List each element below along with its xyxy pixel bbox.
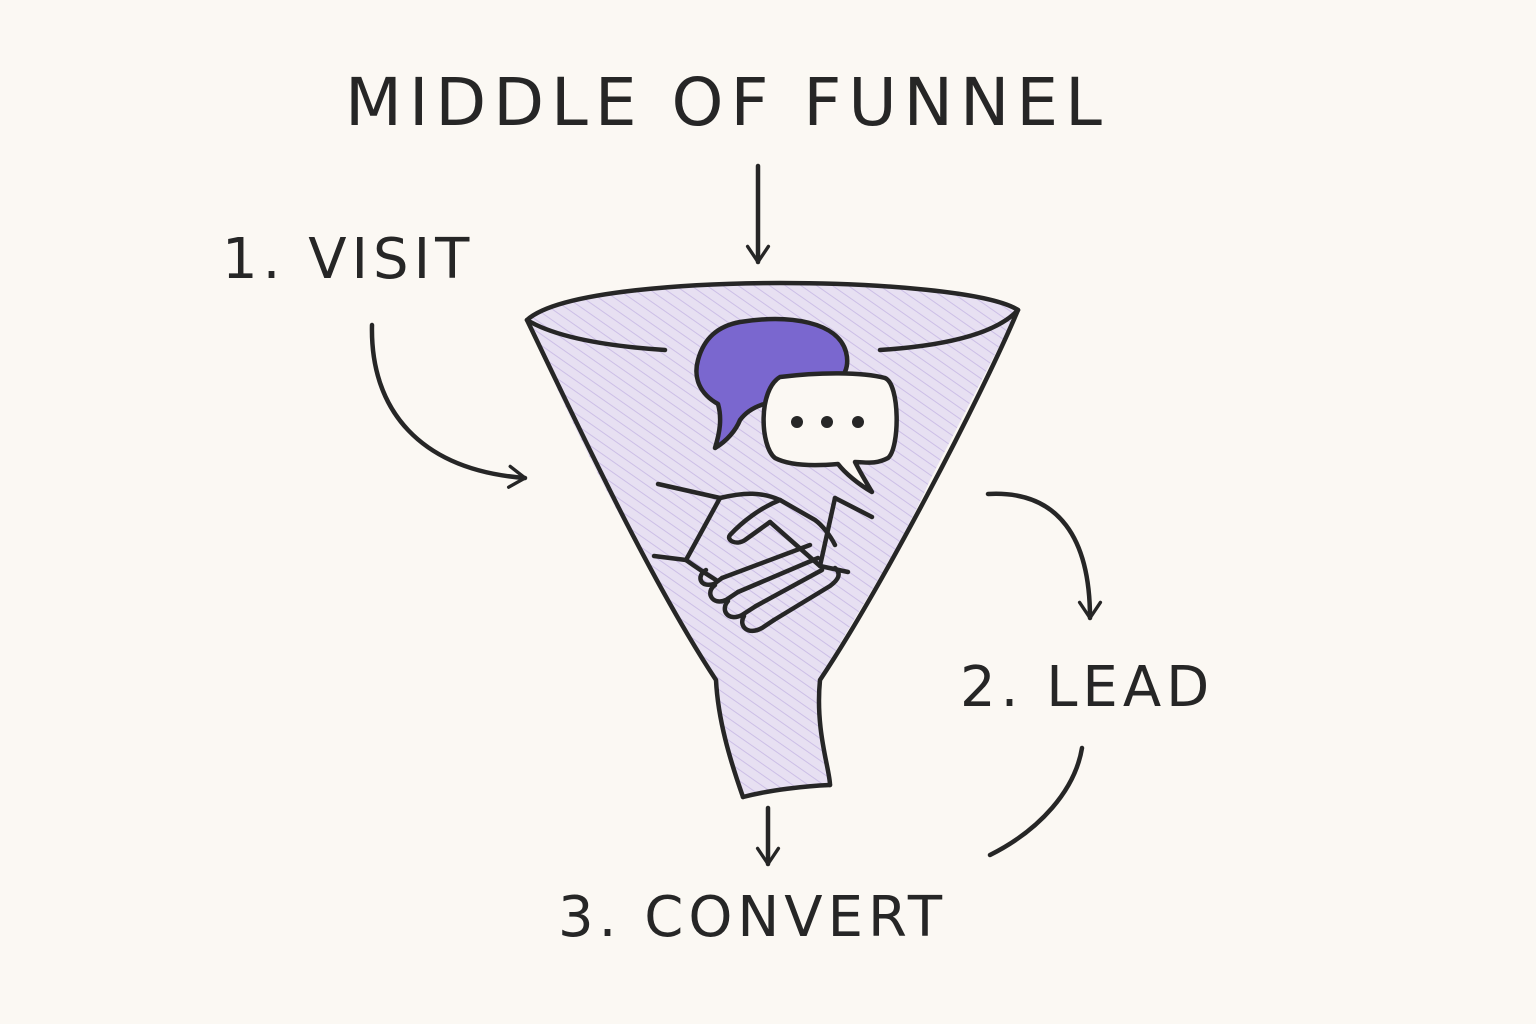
connector-lead-to-convert [987, 745, 1085, 858]
funnel-spout-bottom [740, 782, 833, 800]
arrow-funnel-to-lead [985, 491, 1103, 621]
funnel-rim-back [524, 280, 1021, 323]
typing-dot [852, 416, 864, 428]
arrow-visit-to-funnel [369, 322, 528, 489]
handshake-icon [651, 481, 875, 634]
funnel-right-side [816, 307, 1021, 788]
diagram-title: MIDDLE OF FUNNEL [345, 64, 1109, 141]
chat-bubbles-icon [694, 316, 899, 495]
funnel-rim-front [524, 317, 668, 353]
chat-bubble-front [761, 371, 899, 495]
typing-dot [791, 416, 803, 428]
step-visit-label: 1. VISIT [222, 227, 475, 292]
step-convert-label: 3. CONVERT [558, 885, 948, 950]
typing-dot [821, 416, 833, 428]
funnel-left-side [524, 317, 746, 800]
step-lead-label: 2. LEAD [960, 655, 1215, 720]
funnel-rim-front-right [877, 307, 1021, 353]
